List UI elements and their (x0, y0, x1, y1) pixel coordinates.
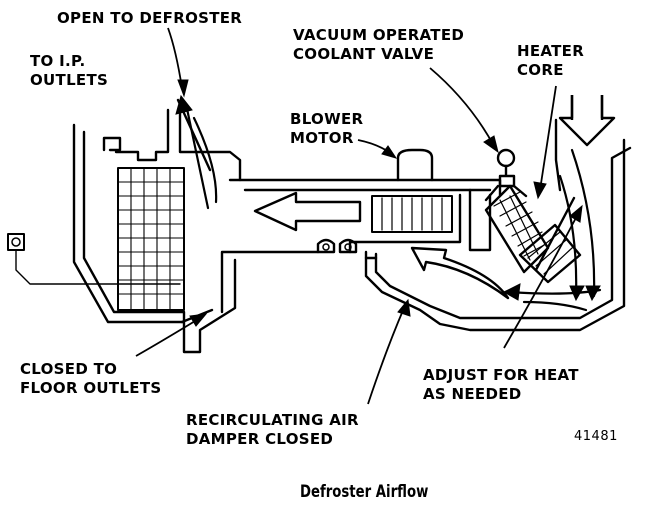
blower-wheel (371, 195, 453, 233)
defroster-duct-inner (178, 110, 242, 182)
coolant-valve-pipe (484, 184, 528, 202)
airflow-path-right-1 (570, 148, 596, 298)
label-closed-line2: FLOOR OUTLETS (20, 379, 162, 397)
coolant-valve-stem (498, 164, 516, 188)
figure-number: 41481 (574, 429, 618, 444)
upper-plenum-wall (238, 178, 502, 197)
label-vacuum-line2: COOLANT VALVE (293, 45, 435, 63)
lower-plenum-wall (220, 250, 320, 314)
label-blower-motor-line1: BLOWER (290, 110, 364, 128)
coolant-valve-head (496, 148, 516, 168)
recirc-actuator-left (316, 238, 336, 254)
sensor-tube (15, 249, 181, 285)
defroster-duct-outer (114, 108, 170, 162)
recirc-actuator-right (338, 238, 358, 254)
leader-closed-to-floor (135, 317, 201, 357)
airflow-path-defroster-2 (192, 116, 218, 204)
label-to-ip-outlets-line1: TO I.P. (30, 52, 86, 70)
label-heater-core-line1: HEATER (517, 42, 585, 60)
label-open-to-defroster: OPEN TO DEFROSTER (57, 9, 242, 28)
label-recirc-damper-closed: RECIRCULATING AIR DAMPER CLOSED (186, 411, 359, 449)
leader-open-to-defroster (167, 27, 183, 89)
leader-vacuum-valve (429, 67, 495, 147)
label-blower-motor: BLOWER MOTOR (290, 110, 363, 148)
blower-housing (348, 193, 462, 254)
blower-outlet-wall (468, 188, 492, 252)
label-adjust-line1: ADJUST FOR HEAT (423, 366, 579, 384)
label-open-to-defroster-line1: OPEN TO DEFROSTER (57, 9, 243, 27)
leader-adjust-heat (503, 213, 579, 349)
heater-core-frame (484, 184, 550, 274)
ip-outlet-opening (102, 136, 122, 152)
airflow-arrow-left (253, 191, 362, 232)
temperature-sensor (7, 233, 25, 251)
airflow-path-right-2 (558, 174, 578, 298)
evaporator-core (117, 167, 185, 311)
blower-motor-body (396, 148, 434, 182)
floor-outlet-wall (182, 258, 237, 354)
blower-wheel-vanes (381, 197, 443, 231)
label-heater-core-line2: CORE (517, 61, 564, 79)
label-recirc-line1: RECIRCULATING AIR (186, 411, 359, 429)
label-heater-core: HEATER CORE (517, 42, 584, 80)
label-adjust-line2: AS NEEDED (423, 385, 522, 403)
temp-blend-door (534, 196, 576, 272)
leader-heater-core (539, 85, 557, 191)
airflow-path-bottom (508, 288, 602, 295)
ip-outlet-duct-inner-wall (82, 130, 185, 314)
label-blower-motor-line2: MOTOR (290, 129, 354, 147)
label-recirc-line2: DAMPER CLOSED (186, 430, 334, 448)
airflow-arrow-inlet (558, 95, 616, 147)
airflow-path-bottom-2 (522, 300, 588, 312)
recirc-housing-outer (364, 138, 626, 332)
leader-recirc-damper (367, 307, 405, 405)
ip-outlet-duct-left-wall (72, 123, 185, 324)
label-closed-line1: CLOSED TO (20, 360, 118, 378)
figure-caption: Defroster Airflow (300, 482, 429, 502)
label-to-ip-outlets-line2: OUTLETS (30, 71, 109, 89)
label-closed-to-floor-outlets: CLOSED TO FLOOR OUTLETS (20, 360, 161, 398)
label-to-ip-outlets: TO I.P. OUTLETS (30, 52, 108, 90)
recirc-housing-inner (374, 146, 632, 320)
right-inlet-wall (554, 118, 562, 192)
label-vacuum-coolant-valve: VACUUM OPERATED COOLANT VALVE (293, 26, 464, 64)
heater-core-upper-core (518, 223, 582, 284)
label-adjust-for-heat: ADJUST FOR HEAT AS NEEDED (423, 366, 579, 404)
evaporator-grid (117, 167, 185, 311)
airflow-arrow-recirc (410, 246, 510, 300)
label-vacuum-line1: VACUUM OPERATED (293, 26, 465, 44)
airflow-path-defroster (184, 102, 210, 210)
